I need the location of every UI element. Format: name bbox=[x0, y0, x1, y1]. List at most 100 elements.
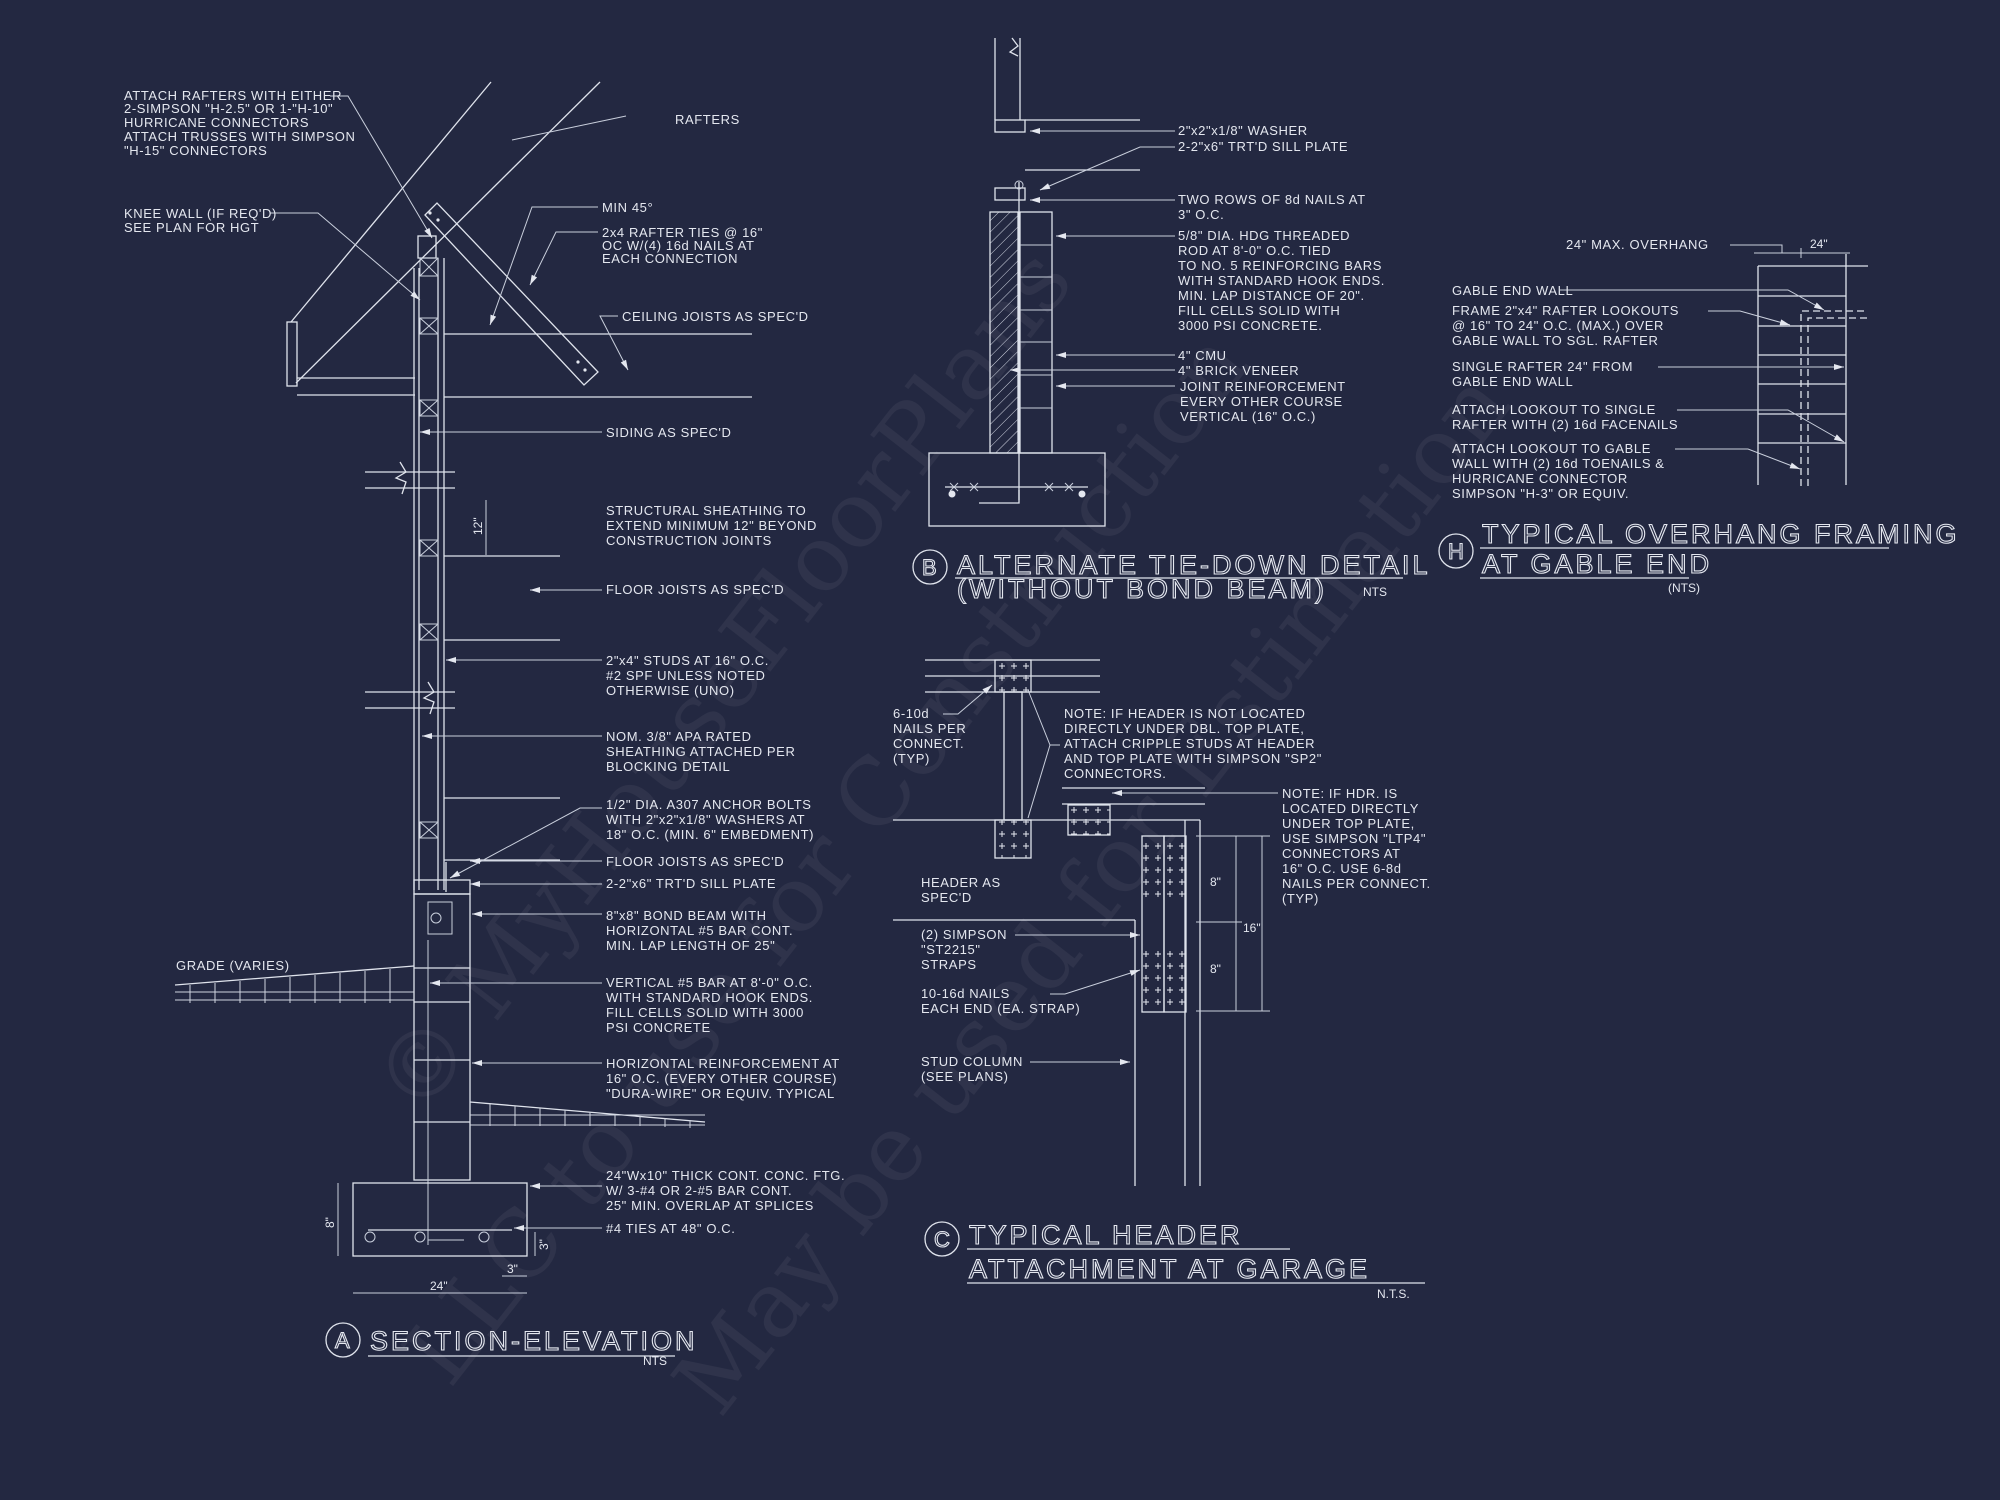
detail-b-title-block: B ALTERNATE TIE-DOWN DETAIL (WITHOUT BON… bbox=[912, 549, 1428, 605]
note-max-overhang: 24" MAX. OVERHANG bbox=[1566, 237, 1709, 252]
detail-a-title-block: A SECTION-ELEVATION NTS bbox=[325, 1322, 698, 1368]
note-lookouts: FRAME 2"x4" RAFTER LOOKOUTS bbox=[1452, 303, 1679, 318]
note-knee-wall: KNEE WALL (IF REQ'D) bbox=[124, 206, 277, 221]
dim-sheathing-lap: 12" bbox=[471, 517, 485, 535]
note-attach-rafters: ATTACH RAFTERS WITH EITHER 2-SIMPSON "H-… bbox=[124, 88, 355, 158]
dim-footing-height: 8" bbox=[323, 1217, 337, 1228]
note-threaded-rod: WITH STANDARD HOOK ENDS. bbox=[1178, 273, 1385, 288]
note-horizontal-reinf: "DURA-WIRE" OR EQUIV. TYPICAL bbox=[606, 1086, 835, 1101]
note-line: HURRICANE CONNECTORS bbox=[124, 115, 309, 130]
dim-cover-vertical: 3" bbox=[537, 1239, 551, 1250]
detail-b-notes: 2"x2"x1/8" WASHER 2-2"x6" TRT'D SILL PLA… bbox=[1178, 123, 1385, 424]
note-studs: 2"x4" STUDS AT 16" O.C. bbox=[606, 653, 769, 668]
note-footing: W/ 3-#4 OR 2-#5 BAR CONT. bbox=[606, 1183, 792, 1198]
detail-a-title: SECTION-ELEVATION bbox=[370, 1326, 698, 1356]
note-straps: "ST2215" bbox=[921, 942, 981, 957]
note-ltp4: UNDER TOP PLATE, bbox=[1282, 816, 1415, 831]
detail-marker-a: A bbox=[335, 1328, 350, 1353]
dim-cover-horizontal: 3" bbox=[507, 1262, 518, 1276]
note-sp2: DIRECTLY UNDER DBL. TOP PLATE, bbox=[1064, 721, 1305, 736]
note-washer: 2"x2"x1/8" WASHER bbox=[1178, 123, 1308, 138]
note-bond-beam: MIN. LAP LENGTH OF 25" bbox=[606, 938, 775, 953]
note-ceiling-joists: CEILING JOISTS AS SPEC'D bbox=[622, 309, 809, 324]
detail-h-notes: 24" MAX. OVERHANG GABLE END WALL FRAME 2… bbox=[1452, 237, 1709, 501]
note-footing: 25" MIN. OVERLAP AT SPLICES bbox=[606, 1198, 814, 1213]
note-floor-joists: FLOOR JOISTS AS SPEC'D bbox=[606, 854, 784, 869]
note-header: SPEC'D bbox=[921, 890, 972, 905]
note-sheathing: SHEATHING ATTACHED PER bbox=[606, 744, 795, 759]
note-nails: 3" O.C. bbox=[1178, 207, 1224, 222]
note-structural-sheathing: CONSTRUCTION JOINTS bbox=[606, 533, 772, 548]
note-studs: #2 SPF UNLESS NOTED bbox=[606, 668, 766, 683]
note-header: HEADER AS bbox=[921, 875, 1001, 890]
note-bond-beam: HORIZONTAL #5 BAR CONT. bbox=[606, 923, 793, 938]
note-sheathing: NOM. 3/8" APA RATED bbox=[606, 729, 752, 744]
note-knee-wall: SEE PLAN FOR HGT bbox=[124, 220, 259, 235]
note-rafter-ties: EACH CONNECTION bbox=[602, 251, 738, 266]
note-gable-end-wall: GABLE END WALL bbox=[1452, 283, 1573, 298]
note-lookouts: GABLE WALL TO SGL. RAFTER bbox=[1452, 333, 1658, 348]
note-ltp4: USE SIMPSON "LTP4" bbox=[1282, 831, 1426, 846]
note-threaded-rod: FILL CELLS SOLID WITH bbox=[1178, 303, 1340, 318]
dim-total: 16" bbox=[1243, 921, 1261, 935]
note-toenails: ATTACH LOOKOUT TO GABLE bbox=[1452, 441, 1651, 456]
detail-c-subtitle: ATTACHMENT AT GARAGE bbox=[969, 1254, 1370, 1284]
note-nails-per-connect: NAILS PER bbox=[893, 721, 966, 736]
note-joint-reinf: JOINT REINFORCEMENT bbox=[1180, 379, 1346, 394]
dim-overhang: 24" bbox=[1810, 237, 1828, 251]
note-siding: SIDING AS SPEC'D bbox=[606, 425, 732, 440]
note-threaded-rod: ROD AT 8'-0" O.C. TIED bbox=[1178, 243, 1331, 258]
note-footing: 24"Wx10" THICK CONT. CONC. FTG. bbox=[606, 1168, 845, 1183]
note-nails-per-connect: (TYP) bbox=[893, 751, 930, 766]
note-structural-sheathing: STRUCTURAL SHEATHING TO bbox=[606, 503, 806, 518]
detail-c-notes: 6-10d NAILS PER CONNECT. (TYP) NOTE: IF … bbox=[893, 706, 1430, 1084]
note-strap-nails: 10-16d NAILS bbox=[921, 986, 1010, 1001]
note-nails-per-connect: CONNECT. bbox=[893, 736, 964, 751]
note-vertical-bar: WITH STANDARD HOOK ENDS. bbox=[606, 990, 813, 1005]
detail-h-title-block: H TYPICAL OVERHANG FRAMING AT GABLE END … bbox=[1438, 518, 1957, 595]
note-horizontal-reinf: HORIZONTAL REINFORCEMENT AT bbox=[606, 1056, 840, 1071]
note-line: 2-SIMPSON "H-2.5" OR 1-"H-10" bbox=[124, 101, 333, 116]
detail-a-linework: 12" 8" 3" bbox=[174, 81, 752, 1294]
note-rafter-ties: OC W/(4) 16d NAILS AT bbox=[602, 238, 755, 253]
note-nails-per-connect: 6-10d bbox=[893, 706, 929, 721]
detail-marker-h: H bbox=[1448, 539, 1464, 564]
note-anchor-bolts: 18" O.C. (MIN. 6" EMBEDMENT) bbox=[606, 827, 814, 842]
detail-c-header-attachment: 8" 16" 8" 6-10d NAILS PER CONNECT. (TYP)… bbox=[893, 659, 1430, 1301]
note-ltp4: CONNECTORS AT bbox=[1282, 846, 1401, 861]
note-threaded-rod: TO NO. 5 REINFORCING BARS bbox=[1178, 258, 1382, 273]
dim-lower: 8" bbox=[1210, 962, 1221, 976]
note-single-rafter: GABLE END WALL bbox=[1452, 374, 1573, 389]
note-facenails: RAFTER WITH (2) 16d FACENAILS bbox=[1452, 417, 1678, 432]
note-vertical-bar: FILL CELLS SOLID WITH 3000 bbox=[606, 1005, 804, 1020]
note-vertical-bar: PSI CONCRETE bbox=[606, 1020, 711, 1035]
detail-marker-circle bbox=[325, 1322, 361, 1358]
note-ltp4: NOTE: IF HDR. IS bbox=[1282, 786, 1398, 801]
note-stud-column: STUD COLUMN bbox=[921, 1054, 1023, 1069]
dim-upper: 8" bbox=[1210, 875, 1221, 889]
note-joint-reinf: EVERY OTHER COURSE bbox=[1180, 394, 1343, 409]
note-strap-nails: EACH END (EA. STRAP) bbox=[921, 1001, 1080, 1016]
note-anchor-bolts: 1/2" DIA. A307 ANCHOR BOLTS bbox=[606, 797, 812, 812]
detail-c-title: TYPICAL HEADER bbox=[969, 1220, 1243, 1250]
note-sheathing: BLOCKING DETAIL bbox=[606, 759, 730, 774]
note-vertical-bar: VERTICAL #5 BAR AT 8'-0" O.C. bbox=[606, 975, 813, 990]
note-toenails: HURRICANE CONNECTOR bbox=[1452, 471, 1628, 486]
detail-marker-b: B bbox=[922, 555, 937, 580]
detail-b-scale: NTS bbox=[1363, 585, 1387, 599]
note-rafters: RAFTERS bbox=[675, 112, 740, 127]
note-brick-veneer: 4" BRICK VENEER bbox=[1178, 363, 1299, 378]
note-cmu: 4" CMU bbox=[1178, 348, 1227, 363]
detail-c-title-block: C TYPICAL HEADER ATTACHMENT AT GARAGE N.… bbox=[924, 1219, 1425, 1301]
detail-h-overhang-framing: 24" 24" MAX. OVERHANG GABLE END WALL FRA… bbox=[1438, 237, 1957, 595]
detail-marker-c: C bbox=[934, 1227, 950, 1252]
detail-c-linework: 8" 16" 8" bbox=[893, 659, 1278, 1186]
note-stud-column: (SEE PLANS) bbox=[921, 1069, 1009, 1084]
note-floor-joists: FLOOR JOISTS AS SPEC'D bbox=[606, 582, 784, 597]
note-sp2: ATTACH CRIPPLE STUDS AT HEADER bbox=[1064, 736, 1315, 751]
note-straps: (2) SIMPSON bbox=[921, 927, 1007, 942]
detail-a-section-elevation: 12" 8" 3" bbox=[124, 81, 845, 1368]
note-facenails: ATTACH LOOKOUT TO SINGLE bbox=[1452, 402, 1656, 417]
detail-b-linework bbox=[928, 37, 1175, 527]
detail-c-scale: N.T.S. bbox=[1377, 1287, 1410, 1301]
